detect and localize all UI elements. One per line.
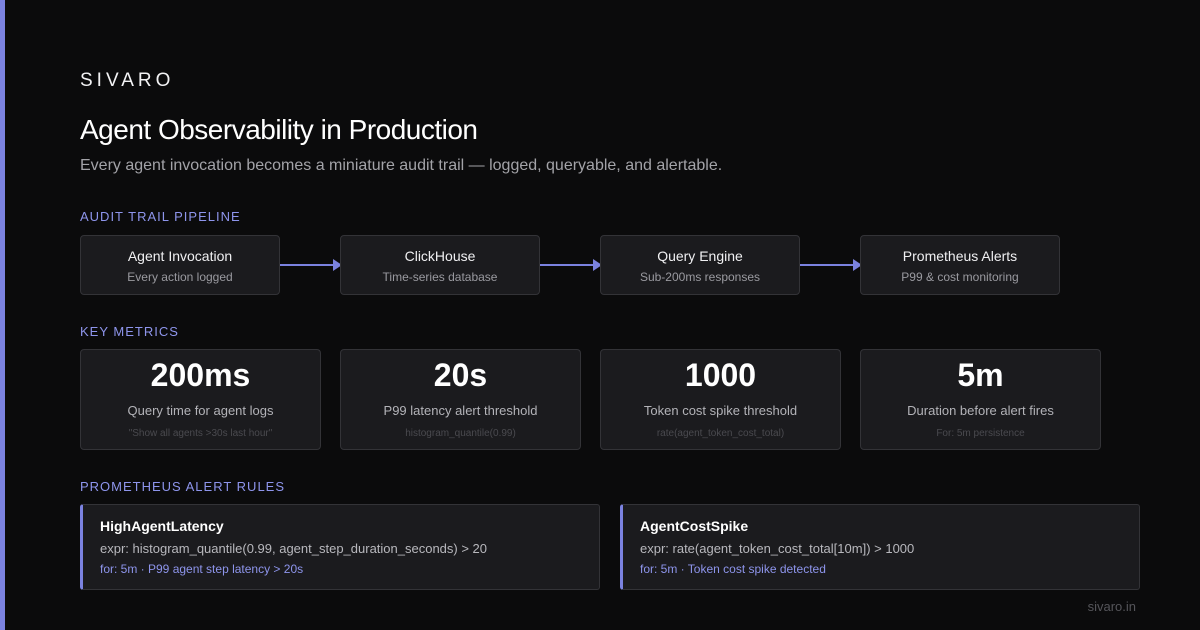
page-title: Agent Observability in Production	[80, 114, 478, 145]
metric-value: 5m	[957, 357, 1004, 393]
page-subtitle: Every agent invocation becomes a miniatu…	[80, 157, 723, 174]
metrics-section-label: KEY METRICS	[80, 324, 179, 339]
footer-url: sivaro.in	[1087, 599, 1136, 614]
metric-note: For: 5m persistence	[936, 428, 1025, 439]
brand-logo-text: SIVARO	[80, 70, 175, 91]
metric-note: "Show all agents >30s last hour"	[128, 428, 273, 439]
metric-note: rate(agent_token_cost_total)	[656, 428, 785, 439]
pipeline-step-query-engine: Query Engine Sub-200ms responses	[600, 235, 800, 295]
metric-note: histogram_quantile(0.99)	[405, 428, 516, 439]
alert-rule-meta: for: 5m · Token cost spike detected	[640, 562, 826, 576]
alert-rule-expression: expr: histogram_quantile(0.99, agent_ste…	[100, 541, 488, 556]
alerts-section-label: PROMETHEUS ALERT RULES	[80, 479, 286, 494]
pipeline-step-title: Agent Invocation	[127, 248, 233, 264]
metric-card-latency-threshold: 20s P99 latency alert threshold histogra…	[340, 349, 581, 450]
alert-rule-name: HighAgentLatency	[100, 518, 224, 534]
pipeline-arrow-icon	[280, 259, 342, 271]
metric-label: Token cost spike threshold	[643, 403, 798, 418]
metric-card-query-time: 200ms Query time for agent logs "Show al…	[80, 349, 321, 450]
alert-rule-expression: expr: rate(agent_token_cost_total[10m]) …	[640, 541, 915, 556]
metric-value: 1000	[684, 357, 757, 393]
pipeline-step-agent-invocation: Agent Invocation Every action logged	[80, 235, 280, 295]
pipeline-section-label: AUDIT TRAIL PIPELINE	[80, 209, 241, 224]
pipeline-step-subtitle: Time-series database	[382, 270, 498, 284]
pipeline-arrow-icon	[800, 259, 862, 271]
accent-bar	[0, 0, 5, 630]
alert-rule-high-agent-latency: HighAgentLatency expr: histogram_quantil…	[80, 504, 600, 590]
pipeline-step-clickhouse: ClickHouse Time-series database	[340, 235, 540, 295]
pipeline-step-title: Query Engine	[657, 248, 743, 264]
metric-card-alert-duration: 5m Duration before alert fires For: 5m p…	[860, 349, 1101, 450]
metric-card-token-cost: 1000 Token cost spike threshold rate(age…	[600, 349, 841, 450]
pipeline-step-subtitle: Sub-200ms responses	[639, 270, 761, 284]
alert-rule-meta: for: 5m · P99 agent step latency > 20s	[100, 562, 304, 576]
metric-value: 20s	[433, 357, 488, 393]
pipeline-step-subtitle: Every action logged	[127, 270, 233, 284]
metric-label: P99 latency alert threshold	[383, 403, 538, 418]
alert-rule-name: AgentCostSpike	[640, 518, 749, 534]
alert-rule-agent-cost-spike: AgentCostSpike expr: rate(agent_token_co…	[620, 504, 1140, 590]
pipeline-step-subtitle: P99 & cost monitoring	[901, 270, 1019, 284]
pipeline-step-prometheus-alerts: Prometheus Alerts P99 & cost monitoring	[860, 235, 1060, 295]
pipeline-arrow-icon	[540, 259, 602, 271]
metric-label: Query time for agent logs	[127, 403, 274, 418]
pipeline-step-title: ClickHouse	[404, 248, 476, 264]
metric-label: Duration before alert fires	[907, 403, 1054, 418]
metric-value: 200ms	[150, 357, 251, 393]
pipeline-step-title: Prometheus Alerts	[902, 248, 1018, 264]
